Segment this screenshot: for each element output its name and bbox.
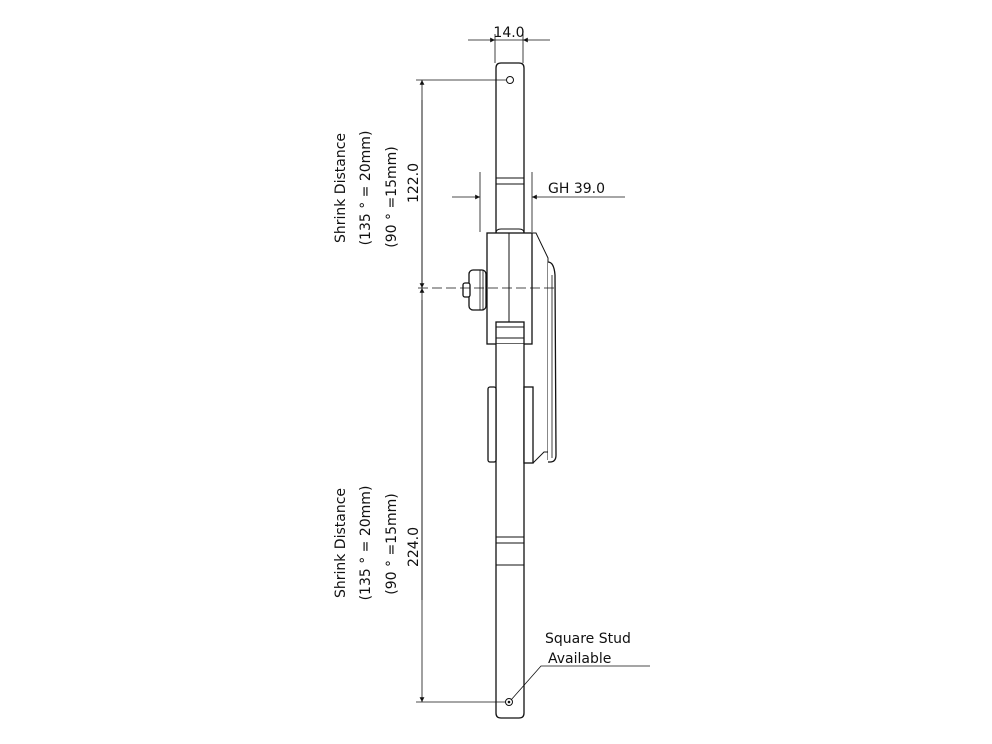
lower-shrink-note: Shrink Distance (135 ° = 20mm) (90 ° =15… xyxy=(333,486,400,601)
upper-arm xyxy=(495,62,525,234)
callout-line2: Available xyxy=(548,651,611,667)
dimension-gh: GH 39.0 xyxy=(452,172,625,232)
dimension-upper-length: 122.0 xyxy=(406,79,506,288)
elbow-housing xyxy=(486,232,557,463)
dimension-width-top: 14.0 xyxy=(468,25,550,63)
note-title: Shrink Distance xyxy=(333,488,349,598)
upper-shrink-note: Shrink Distance (135 ° = 20mm) (90 ° =15… xyxy=(333,131,400,248)
dimension-gh-label: GH 39.0 xyxy=(548,181,605,197)
note-135: (135 ° = 20mm) xyxy=(358,131,374,246)
callout-line1: Square Stud xyxy=(545,631,631,647)
note-90: (90 ° =15mm) xyxy=(384,493,400,594)
dimension-width-label: 14.0 xyxy=(493,25,524,41)
lower-arm xyxy=(487,344,548,719)
note-90: (90 ° =15mm) xyxy=(384,146,400,247)
dimension-lower-label: 224.0 xyxy=(406,527,422,567)
pivot-hole-icon xyxy=(506,76,514,84)
dimension-lower-length: 224.0 xyxy=(406,288,506,703)
adjustment-knob xyxy=(462,269,487,311)
note-title: Shrink Distance xyxy=(333,133,349,243)
note-135: (135 ° = 20mm) xyxy=(358,486,374,601)
square-stud-callout: Square Stud Available xyxy=(510,631,650,701)
dimension-upper-label: 122.0 xyxy=(406,163,422,203)
